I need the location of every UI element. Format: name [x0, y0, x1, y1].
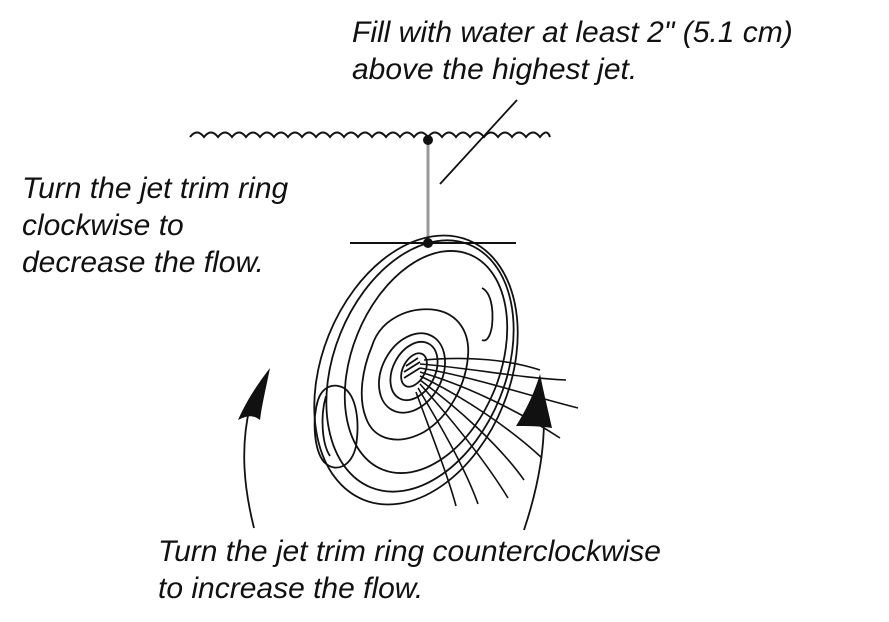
trim-ring-grip-tab	[313, 384, 359, 469]
trim-ring-grip-tab-edge	[321, 395, 331, 457]
depth-top-dot	[423, 135, 433, 145]
clockwise-label-line2: clockwise to	[22, 209, 184, 242]
trim-ring-inner-edge	[343, 250, 509, 474]
clockwise-label-line1: Turn the jet trim ring	[22, 172, 289, 205]
fill-water-label-line1: Fill with water at least 2" (5.1 cm)	[352, 16, 793, 49]
eyeball-middle	[389, 341, 439, 401]
clockwise-arrow-head	[238, 368, 270, 420]
counterclockwise-arrow-head	[516, 374, 552, 428]
clockwise-arrow-shaft	[243, 405, 255, 529]
nozzle-shading-2	[403, 361, 421, 373]
counterclockwise-label-line1: Turn the jet trim ring counterclockwise	[158, 535, 661, 568]
fill-label-leader-line	[439, 99, 518, 185]
jet-face-plate	[360, 308, 470, 441]
fill-water-label: Fill with water at least 2" (5.1 cm) abo…	[352, 14, 793, 88]
counterclockwise-arrow	[516, 374, 552, 531]
counterclockwise-label-line2: to increase the flow.	[158, 572, 424, 605]
nozzle-shading-1	[405, 357, 419, 367]
jet-nozzle-opening	[400, 352, 428, 388]
fill-water-label-line2: above the highest jet.	[352, 53, 638, 86]
jet-assembly	[313, 234, 519, 506]
nozzle-shading-3	[403, 367, 421, 379]
water-spray	[415, 357, 579, 507]
clockwise-label: Turn the jet trim ring clockwise to decr…	[22, 170, 288, 281]
water-surface-wave	[189, 131, 551, 139]
clockwise-arrow	[238, 368, 270, 529]
clockwise-label-line3: decrease the flow.	[22, 246, 264, 279]
counterclockwise-label: Turn the jet trim ring counterclockwise …	[158, 533, 661, 607]
trim-ring-top-tab	[481, 287, 494, 342]
trim-ring-rim	[325, 239, 515, 493]
eyeball-outer	[378, 332, 446, 414]
